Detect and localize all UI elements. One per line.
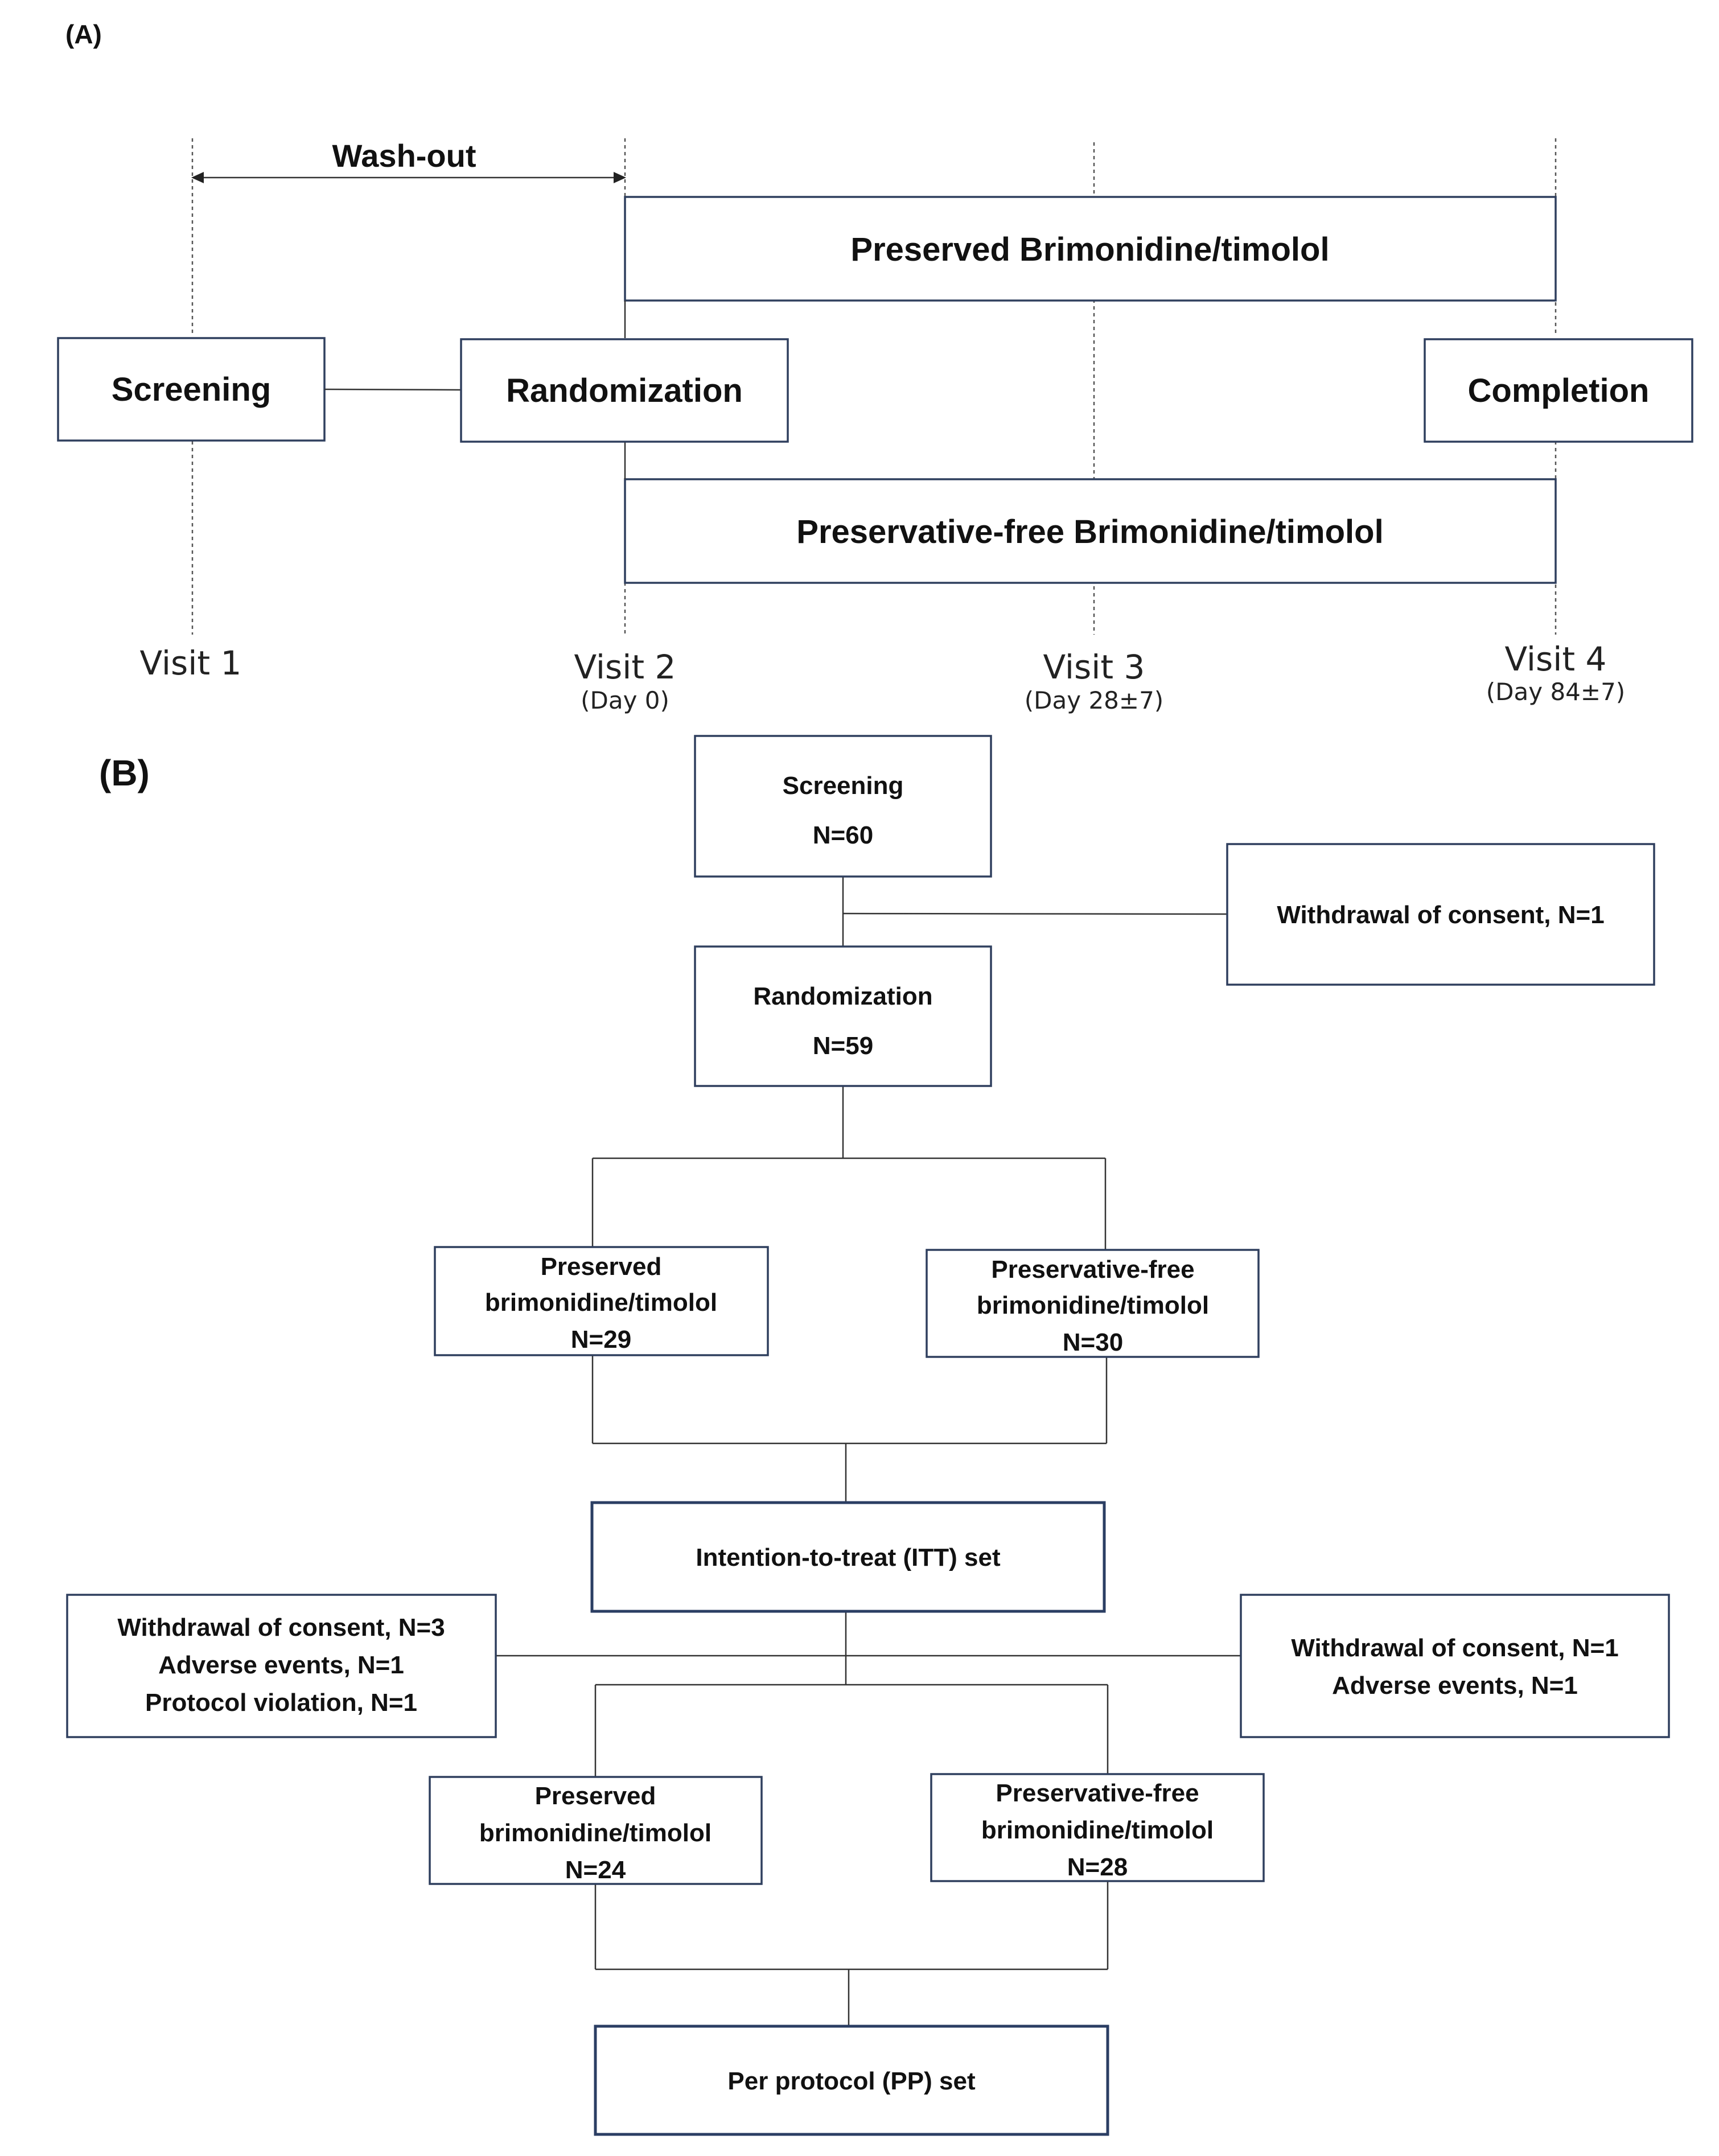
visit-2-day: (Day 0) <box>581 686 669 714</box>
itt-set-box <box>590 1501 1106 1613</box>
washout-label: Wash-out <box>332 138 476 174</box>
left-exclusions-box <box>66 1594 497 1738</box>
randomization-count-title: Randomization <box>753 982 932 1010</box>
pf-1-line1: Preservative-free <box>991 1256 1194 1283</box>
preservative-free-arm-bar <box>624 478 1557 584</box>
pf-1-line2: brimonidine/timolol <box>977 1291 1209 1319</box>
visit-4-label: Visit 4 <box>1505 640 1607 678</box>
left-exclusion-1: Withdrawal of consent, N=3 <box>117 1614 445 1641</box>
screening-box <box>57 337 326 442</box>
screening-label: Screening <box>112 371 271 408</box>
pp-set-box <box>594 2025 1109 2136</box>
withdrawal-box-1 <box>1226 843 1655 986</box>
visit-3-day: (Day 28±7) <box>1025 686 1163 714</box>
pf-group-randomized-box <box>926 1249 1260 1358</box>
right-exclusions-box <box>1240 1594 1670 1738</box>
visit-1-label: Visit 1 <box>140 644 242 682</box>
preserved-group-pp-box <box>429 1776 763 1885</box>
randomization-count-n: N=59 <box>813 1032 873 1060</box>
preserved-1-line2: brimonidine/timolol <box>485 1289 717 1316</box>
visit-3-label: Visit 3 <box>1043 648 1145 686</box>
preserved-2-line1: Preserved <box>535 1782 656 1810</box>
right-exclusion-2: Adverse events, N=1 <box>1332 1672 1578 1700</box>
preserved-arm-label: Preserved Brimonidine/timolol <box>850 231 1329 268</box>
visit-2-label: Visit 2 <box>574 648 676 686</box>
preserved-group-randomized-box <box>434 1246 769 1356</box>
randomization-count-box <box>694 945 992 1087</box>
randomization-box <box>460 338 789 443</box>
screening-to-randomization-connector <box>324 388 462 391</box>
pf-2-line1: Preservative-free <box>996 1779 1199 1807</box>
left-exclusion-2: Adverse events, N=1 <box>158 1651 404 1679</box>
preserved-2-n: N=24 <box>565 1856 626 1884</box>
right-exclusion-1: Withdrawal of consent, N=1 <box>1291 1634 1618 1662</box>
panel-a-label: (A) <box>65 19 102 49</box>
pf-2-line2: brimonidine/timolol <box>981 1816 1214 1844</box>
pp-set-label: Per protocol (PP) set <box>727 2067 976 2095</box>
visit-4-day: (Day 84±7) <box>1486 678 1625 706</box>
panel-b-label: (B) <box>99 752 150 793</box>
preservative-free-arm-label: Preservative-free Brimonidine/timolol <box>796 513 1383 550</box>
randomization-label: Randomization <box>506 372 743 409</box>
washout-arrow <box>191 172 626 183</box>
itt-set-label: Intention-to-treat (ITT) set <box>696 1544 1001 1571</box>
withdrawal-1-text: Withdrawal of consent, N=1 <box>1277 901 1604 929</box>
screening-count-n: N=60 <box>813 821 873 849</box>
pf-group-pp-box <box>930 1773 1265 1882</box>
pf-2-n: N=28 <box>1067 1853 1128 1881</box>
preserved-2-line2: brimonidine/timolol <box>479 1819 712 1847</box>
completion-box <box>1424 338 1693 443</box>
panel-b-connectors <box>496 877 1241 2026</box>
preserved-1-line1: Preserved <box>541 1253 662 1281</box>
left-exclusion-3: Protocol violation, N=1 <box>145 1689 417 1717</box>
preserved-arm-bar <box>624 196 1557 302</box>
screening-count-title: Screening <box>783 772 904 800</box>
screening-count-box <box>694 735 992 878</box>
pf-1-n: N=30 <box>1063 1328 1123 1356</box>
completion-label: Completion <box>1468 372 1650 409</box>
preserved-1-n: N=29 <box>571 1326 631 1353</box>
